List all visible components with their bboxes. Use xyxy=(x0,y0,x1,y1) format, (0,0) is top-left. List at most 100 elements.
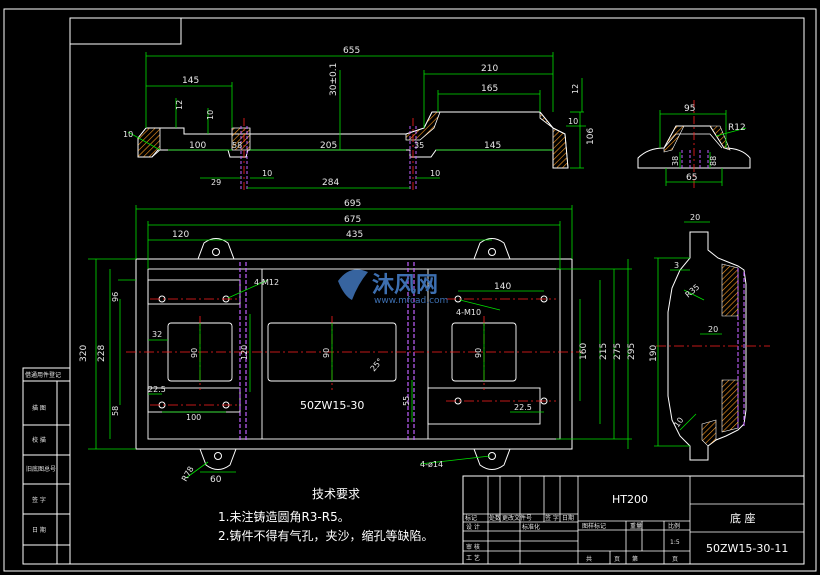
panel-row-register: 借通用件登记 xyxy=(25,371,61,379)
dim-side-100: 100 xyxy=(189,141,206,151)
title-block-ratio: 比例 xyxy=(668,522,680,530)
dim-plan-695: 695 xyxy=(344,199,361,209)
tech-notes-title: 技术要求 xyxy=(312,487,360,501)
tech-note-1: 1.未注铸造圆角R3-R5。 xyxy=(218,509,350,524)
dim-plan-675: 675 xyxy=(344,215,361,225)
end-section-left xyxy=(663,125,685,153)
dim-plan-100: 100 xyxy=(186,413,201,422)
watermark-logo-icon xyxy=(338,269,368,300)
plan-lug-top-right xyxy=(473,238,511,260)
dim-plan-320: 320 xyxy=(79,345,89,362)
title-block-role-design: 设 计 xyxy=(466,523,480,531)
dim-side-right-span: 210 xyxy=(481,64,498,74)
title-block-drawing-no: 50ZW15-30-11 xyxy=(706,542,788,555)
panel-row-date: 日 期 xyxy=(32,526,46,534)
dim-section-3: 3 xyxy=(674,261,679,270)
label-hole-14: 4-ø14 xyxy=(420,460,443,469)
label-hole-m12: 4-M12 xyxy=(254,278,279,287)
dim-plan-295: 295 xyxy=(627,343,637,360)
dim-plan-60: 60 xyxy=(210,475,222,485)
panel-row-trace: 描 图 xyxy=(32,404,46,412)
side-section-right xyxy=(539,110,569,169)
end-section-right xyxy=(709,125,731,151)
title-block: HT200 底 座 50ZW15-30-11 标记 处数 更改文件号 签 字 日… xyxy=(462,475,805,565)
dim-side-height-tol: 30±0.1 xyxy=(329,63,339,96)
side-body-outline xyxy=(137,111,569,169)
plan-part-code: 50ZW15-30 xyxy=(300,399,364,412)
title-block-page-label-1: 页 xyxy=(614,556,620,563)
dim-side-35: 35 xyxy=(414,141,424,150)
watermark-url: www.mfcad.com xyxy=(374,296,448,306)
dim-end-38: 38 xyxy=(671,156,680,166)
dim-side-wall-10: 10 xyxy=(123,130,133,139)
dim-side-left-span: 145 xyxy=(182,76,199,86)
dim-side-right-12: 12 xyxy=(571,84,580,94)
dim-section-190: 190 xyxy=(649,345,659,362)
dim-plan-140: 140 xyxy=(494,282,511,292)
dim-side-left-10: 10 xyxy=(206,110,215,120)
title-block-scale: 1:5 xyxy=(670,539,680,546)
dim-plan-r78: R78 xyxy=(180,465,196,483)
dim-side-10-right: 10 xyxy=(430,169,440,178)
dim-plan-120-vert: 120 xyxy=(240,345,249,360)
tech-notes: 技术要求 1.未注铸造圆角R3-R5。 2.铸件不得有气孔，夹沙，缩孔等缺陷。 xyxy=(218,487,433,543)
dim-plan-90-left: 90 xyxy=(190,348,199,358)
title-block-page-label-2: 页 xyxy=(672,556,678,563)
dim-side-145-lower: 145 xyxy=(484,141,501,151)
dim-side-total-length: 655 xyxy=(343,46,360,56)
dim-side-205: 205 xyxy=(320,141,337,151)
dim-end-radius: R12 xyxy=(728,123,746,133)
left-register-panel: 借通用件登记 描 图 校 描 旧底图总号 签 字 日 期 xyxy=(22,367,71,565)
title-block-header-sign: 签 字 xyxy=(545,514,559,522)
dim-side-left-12: 12 xyxy=(175,100,184,110)
tech-note-2: 2.铸件不得有气孔，夹沙，缩孔等缺陷。 xyxy=(218,528,433,543)
dim-side-right-10: 10 xyxy=(568,117,578,126)
label-hole-m10: 4-M10 xyxy=(456,308,481,317)
dim-plan-22-right: 22.5 xyxy=(514,403,532,412)
title-block-header-change-doc: 更改文件号 xyxy=(502,514,532,522)
watermark-brand: 沐风网 xyxy=(372,273,438,298)
plan-view: 695 675 120 435 140 32 22.5 100 22.5 58 … xyxy=(79,199,637,485)
title-block-sheet-label: 第 xyxy=(632,555,638,563)
dim-plan-32: 32 xyxy=(152,330,162,339)
title-block-header-count: 处数 xyxy=(489,514,501,522)
dim-side-58: 58 xyxy=(232,141,242,150)
dim-plan-160: 160 xyxy=(579,343,589,360)
plan-outer-outline xyxy=(135,258,573,450)
side-view: 655 145 210 165 30±0.1 12 10 12 10 10 10… xyxy=(123,46,596,192)
dim-plan-435: 435 xyxy=(346,230,363,240)
dim-end-width: 95 xyxy=(684,104,695,114)
plan-lug-bottom-left xyxy=(199,448,237,470)
dim-plan-215: 215 xyxy=(599,343,609,360)
dim-plan-58: 58 xyxy=(111,406,120,416)
title-block-weight: 重量 xyxy=(630,522,642,530)
dim-plan-90-right: 90 xyxy=(474,348,483,358)
title-block-header-date: 日期 xyxy=(562,514,574,522)
plan-lug-bottom-right xyxy=(473,448,511,470)
dim-section-20-mid: 20 xyxy=(708,325,718,334)
section-hatch-upper xyxy=(721,263,739,317)
dim-side-10-left: 10 xyxy=(262,169,272,178)
end-view: 95 R12 38 88 65 xyxy=(637,100,751,188)
title-block-standardization: 标准化 xyxy=(522,523,540,531)
watermark: 沐风网 www.mfcad.com xyxy=(338,269,448,306)
dim-plan-90-center: 90 xyxy=(322,348,331,358)
dim-side-106: 106 xyxy=(586,128,596,145)
title-block-material: HT200 xyxy=(612,493,648,506)
title-block-role-review: 审 核 xyxy=(466,543,480,551)
dim-end-65: 65 xyxy=(686,173,697,183)
title-block-header-mark: 标记 xyxy=(465,514,477,522)
section-hatch-web xyxy=(701,419,717,447)
dim-plan-120: 120 xyxy=(172,230,189,240)
side-section-step xyxy=(405,111,441,141)
dim-section-10: 10 xyxy=(672,416,685,430)
dim-side-284: 284 xyxy=(322,178,339,188)
title-block-total-label: 共 xyxy=(586,555,592,563)
plan-angle-label: 25° xyxy=(369,357,385,374)
dim-end-88: 88 xyxy=(709,156,718,166)
dim-side-right-inner: 165 xyxy=(481,84,498,94)
dim-plan-228: 228 xyxy=(97,345,107,362)
title-block-stage-mark: 图样标记 xyxy=(582,522,606,530)
dim-section-20-top: 20 xyxy=(690,213,700,222)
dim-plan-96: 96 xyxy=(111,292,120,302)
